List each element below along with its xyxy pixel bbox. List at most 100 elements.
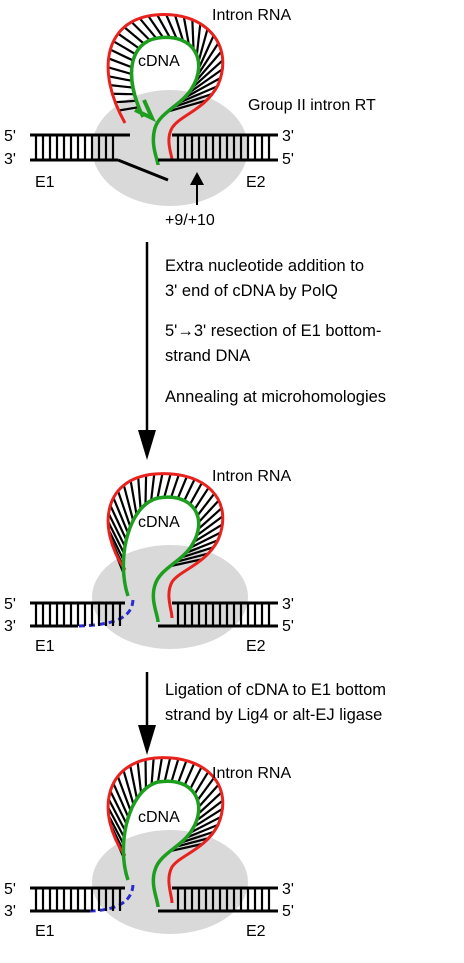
base-pair-rung [189, 766, 203, 790]
cleavage-arrow-head [190, 172, 204, 185]
base-pair-rung [175, 837, 209, 848]
exon2-label: E2 [246, 638, 266, 655]
base-pair-rung [170, 842, 203, 853]
base-pair-rung [112, 782, 130, 818]
base-pair-rung [117, 32, 140, 50]
base-pair-rung [170, 474, 180, 498]
step-arrow-2-head [138, 725, 156, 755]
base-pair-rung [176, 476, 188, 499]
base-pair-rung [169, 558, 203, 568]
base-pair-rung [195, 799, 224, 822]
base-pair-rung [150, 473, 156, 501]
step-1-text: Extra nucleotide addition to 3' end of c… [165, 257, 386, 406]
rt-label: Group II intron RT [248, 97, 376, 114]
base-pair-rung [107, 521, 126, 554]
intron-rna [106, 472, 225, 619]
base-pair-rung [185, 823, 219, 839]
strand-3-top-label: 3' [282, 881, 294, 898]
base-pair-rung [107, 798, 127, 832]
strand-5-bottom-label: 5' [282, 618, 294, 635]
base-pair-rung [112, 40, 137, 56]
base-pair-rung [194, 50, 223, 83]
dna-rungs-e2 [176, 135, 271, 160]
dna-rungs-e2 [176, 603, 271, 626]
step-2-line-1: Ligation of cDNA to E1 bottom [165, 681, 386, 699]
base-pair-rung [109, 48, 134, 62]
step-1-line-1: Extra nucleotide addition to [165, 257, 364, 275]
panel-2: Intron RNA cDNA 5' 3' 3' 5' E1 E2 [4, 468, 294, 655]
step-2-text: Ligation of cDNA to E1 bottom strand by … [165, 681, 386, 724]
base-pair-rung [196, 42, 220, 77]
dna-bottom-strand-cut [117, 158, 169, 182]
base-pair-rung [177, 760, 188, 783]
exon2-label: E2 [246, 174, 266, 191]
base-pair-rung [170, 758, 180, 782]
base-pair-rung [130, 21, 151, 42]
base-pair-rung [193, 487, 210, 510]
base-pair-rung [156, 473, 164, 499]
base-pair-rung [116, 490, 132, 528]
base-pair-rung [109, 790, 128, 825]
strand-5-bottom-label: 5' [282, 903, 294, 920]
base-pair-rung [138, 17, 158, 39]
base-pair-rung [150, 758, 155, 785]
base-pair-rung [144, 475, 148, 505]
strand-3-bottom-label: 3' [4, 151, 16, 168]
dna-rungs-e1 [34, 603, 122, 626]
cdna-strand [121, 495, 201, 623]
exon1-label: E1 [35, 174, 55, 191]
base-pair-rung [108, 75, 133, 82]
rna-rungs [107, 14, 224, 113]
base-pair-rung [122, 484, 135, 521]
exon2-label: E2 [246, 923, 266, 940]
base-pair-rung [185, 539, 219, 554]
step-1-line-2: 3' end of cDNA by PolQ [165, 282, 338, 300]
strand-5-top-label: 5' [4, 881, 16, 898]
base-pair-rung [147, 15, 165, 39]
strand-3-top-label: 3' [282, 128, 294, 145]
intron-rna [106, 13, 225, 161]
base-pair-rung [197, 507, 223, 530]
base-pair-rung [107, 815, 125, 845]
base-pair-rung [189, 531, 222, 549]
base-pair-rung [183, 762, 196, 786]
step-arrow-1-head [138, 430, 156, 460]
base-pair-rung [193, 771, 210, 795]
intron-rna-label: Intron RNA [212, 765, 291, 782]
strand-3-bottom-label: 3' [4, 903, 16, 920]
base-pair-rung [156, 757, 163, 783]
base-pair-rung [112, 497, 130, 534]
base-pair-rung [108, 57, 133, 69]
base-pair-rung [116, 776, 132, 812]
base-pair-rung [197, 791, 223, 815]
strand-3-top-label: 3' [282, 596, 294, 613]
base-pair-rung [129, 765, 139, 799]
cdna-arrowhead [134, 99, 157, 123]
dna-rungs-e1 [34, 135, 115, 160]
base-pair-rung [197, 783, 220, 808]
dna-rungs-e2 [176, 888, 271, 911]
base-pair-rung [109, 504, 128, 541]
step-1-line-4: strand DNA [165, 347, 250, 365]
base-pair-rung [107, 806, 126, 838]
base-pair-rung [191, 59, 224, 89]
base-pair-rung [123, 26, 145, 45]
base-pair-rung [191, 19, 195, 50]
base-pair-rung [107, 529, 125, 561]
base-pair-rung [193, 807, 224, 828]
base-pair-rung [172, 92, 213, 109]
base-pair-rung [107, 66, 132, 76]
exon1-label: E1 [35, 923, 55, 940]
base-pair-rung [197, 499, 220, 523]
base-pair-rung [197, 35, 215, 70]
base-pair-rung [136, 761, 143, 794]
base-pair-rung [129, 480, 138, 515]
base-pair-rung [182, 77, 222, 100]
base-pair-rung [187, 68, 224, 95]
base-pair-rung [196, 777, 215, 801]
strand-5-top-label: 5' [4, 596, 16, 613]
base-pair-rung [122, 770, 135, 805]
step-1-line-3: 5'→3' resection of E1 bottom- [165, 322, 381, 340]
base-pair-rung [189, 482, 203, 505]
